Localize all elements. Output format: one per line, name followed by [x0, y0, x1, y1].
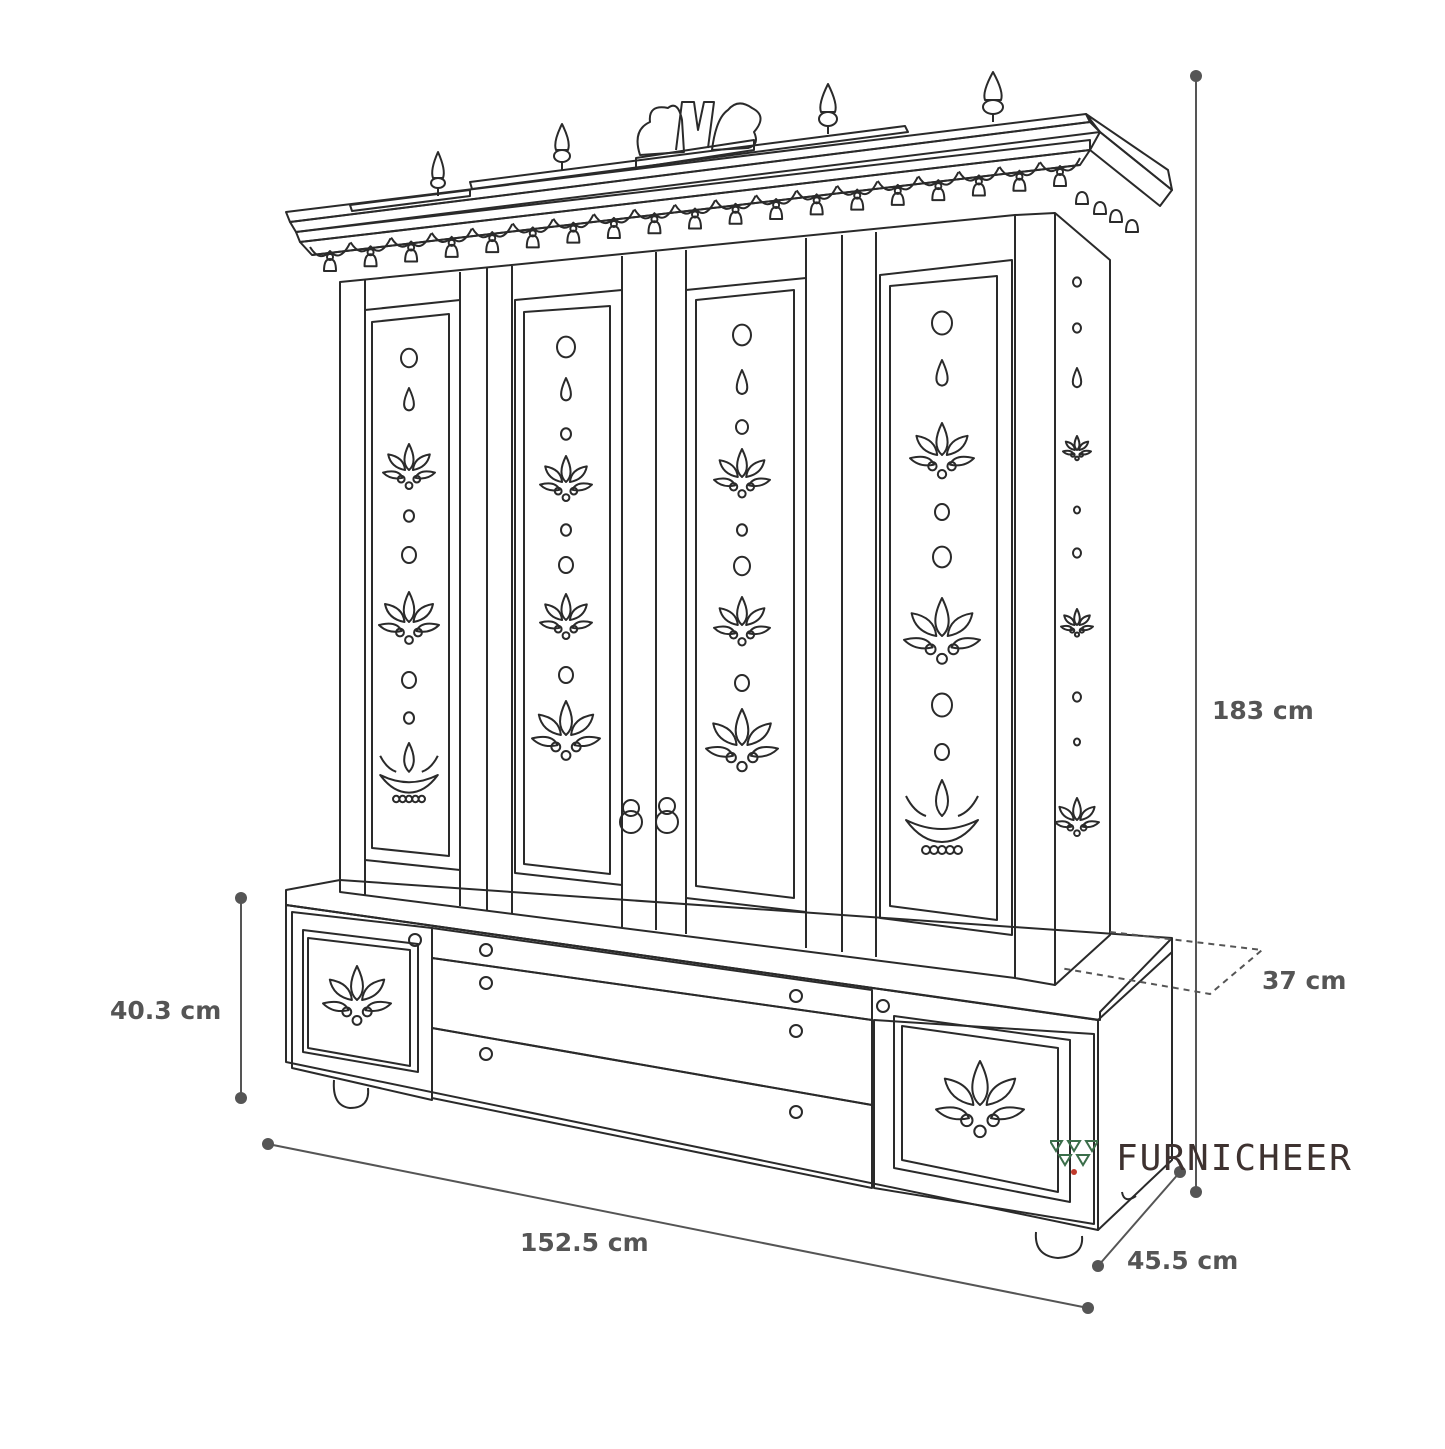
inner-depth-label: 37 cm	[1262, 966, 1347, 995]
bell-icon	[633, 204, 676, 235]
finials	[430, 71, 1004, 196]
diya-motif-icon	[379, 742, 439, 804]
lotus-motif-icon	[378, 591, 440, 645]
depth-dimension-line	[1092, 1166, 1186, 1272]
dot-motif-icon	[1072, 691, 1082, 703]
dot-motif-icon	[560, 523, 572, 537]
lotus-motif-icon	[539, 455, 593, 502]
drop-motif-icon	[560, 377, 572, 402]
bell-icon	[1075, 191, 1089, 205]
brand-logo-icon	[1050, 1139, 1098, 1175]
dot-motif-icon	[932, 545, 952, 569]
height-dimension-line	[1190, 70, 1202, 1198]
bell-icon	[958, 166, 1000, 197]
lotus-motif-icon	[531, 700, 601, 761]
bell-icon	[998, 162, 1041, 192]
lower-base	[285, 879, 1173, 1259]
dot-motif-icon	[1072, 276, 1082, 288]
lotus-motif-icon	[705, 708, 779, 773]
bell-icon	[471, 223, 514, 254]
bell-icon	[876, 176, 919, 206]
lotus-motif-icon	[903, 597, 981, 665]
dot-motif-icon	[558, 665, 574, 685]
bell-icon	[430, 228, 473, 258]
bell-icon	[1093, 201, 1107, 215]
dot-motif-icon	[400, 347, 418, 369]
drop-motif-icon	[935, 359, 949, 387]
bell-icon	[836, 181, 879, 211]
dot-motif-icon	[401, 670, 417, 690]
dot-motif-icon	[736, 523, 748, 537]
dot-motif-icon	[931, 692, 953, 718]
dot-motif-icon	[1072, 322, 1082, 334]
dot-motif-icon	[401, 545, 417, 565]
depth-label: 45.5 cm	[1127, 1246, 1239, 1275]
bell-icon	[1125, 219, 1139, 233]
dot-motif-icon	[403, 711, 415, 725]
brand-name: FURNICHEER	[1116, 1138, 1353, 1179]
finial-3	[818, 83, 838, 134]
upper-cabinet	[339, 212, 1111, 986]
bell-icon	[674, 200, 716, 230]
dot-motif-icon	[732, 323, 752, 347]
finial-2	[553, 123, 571, 170]
height-label: 183 cm	[1212, 696, 1314, 725]
drop-motif-icon	[403, 387, 415, 412]
bell-icon	[795, 185, 838, 216]
bell-icon	[511, 218, 554, 249]
diya-motif-icon	[905, 779, 979, 855]
width-label: 152.5 cm	[520, 1228, 649, 1257]
dot-motif-icon	[1073, 737, 1081, 747]
bell-icon	[309, 242, 351, 272]
finial-1	[430, 151, 446, 196]
width-dimension-line	[262, 1138, 1094, 1314]
lotus-motif-icon	[322, 965, 392, 1026]
dot-motif-icon	[556, 335, 576, 359]
crest-ornament	[635, 101, 762, 169]
lotus-motif-icon	[1054, 797, 1100, 838]
dot-motif-icon	[934, 502, 950, 522]
brand: FURNICHEER	[1050, 1138, 1353, 1179]
dot-motif-icon	[558, 555, 574, 575]
lotus-motif-icon	[713, 448, 771, 499]
finial-4	[982, 71, 1004, 122]
lotus-motif-icon	[1062, 435, 1092, 462]
dot-motif-icon	[560, 427, 572, 441]
dot-motif-icon	[735, 419, 749, 435]
bell-icon	[552, 214, 595, 244]
bell-icon	[714, 195, 757, 225]
dot-motif-icon	[1072, 547, 1082, 559]
dot-motif-icon	[931, 310, 953, 336]
base-height-label: 40.3 cm	[110, 996, 222, 1025]
dot-motif-icon	[1073, 505, 1081, 515]
dot-motif-icon	[403, 509, 415, 523]
bell-icon	[755, 190, 798, 221]
bell-icon	[593, 209, 635, 239]
carved-motifs	[322, 276, 1100, 1139]
lotus-motif-icon	[382, 443, 436, 490]
drop-motif-icon	[735, 369, 749, 395]
lotus-motif-icon	[713, 596, 771, 647]
inner-depth-dimension-line	[1059, 931, 1265, 996]
bell-icon	[390, 233, 433, 263]
lotus-motif-icon	[909, 422, 975, 480]
base-height-dimension-line	[235, 892, 247, 1104]
lotus-motif-icon	[1060, 608, 1094, 638]
bell-icon	[1039, 157, 1081, 187]
bell-fringe	[309, 157, 1139, 272]
dot-motif-icon	[734, 673, 750, 693]
bell-icon	[917, 171, 960, 202]
crown-cornice	[285, 113, 1173, 256]
dot-motif-icon	[934, 742, 950, 762]
bell-icon	[1109, 209, 1123, 223]
drop-motif-icon	[1071, 367, 1083, 389]
dot-motif-icon	[733, 555, 751, 577]
lotus-motif-icon	[935, 1060, 1025, 1139]
bell-icon	[349, 237, 392, 268]
lotus-motif-icon	[539, 593, 593, 640]
